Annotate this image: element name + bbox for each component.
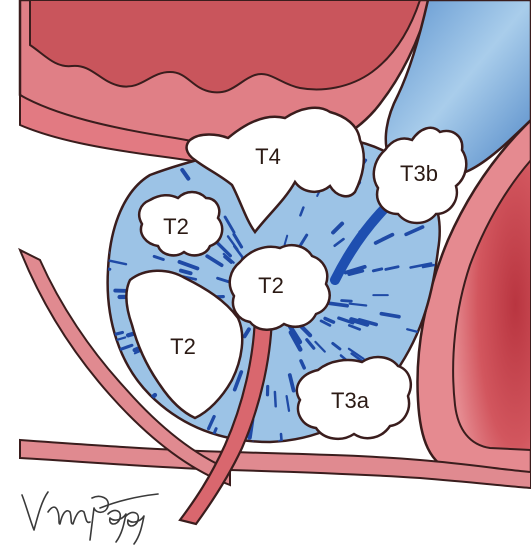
artist-signature (22, 492, 158, 544)
duct-stripe (92, 248, 108, 252)
label-t2-center: T2 (258, 273, 284, 298)
label-t3a: T3a (331, 388, 370, 413)
duct-stripe (101, 268, 110, 270)
label-t2-lower-left: T2 (170, 334, 196, 359)
duct-stripe (90, 334, 110, 339)
duct-stripe (252, 442, 253, 449)
label-t4: T4 (255, 144, 281, 169)
duct-stripe (329, 303, 347, 305)
duct-stripe (407, 360, 415, 364)
label-t3b: T3b (400, 161, 438, 186)
duct-stripe (142, 395, 155, 407)
duct-stripe (342, 301, 352, 302)
duct-stripe (373, 269, 381, 271)
duct-stripe (280, 442, 281, 452)
duct-stripe (275, 392, 276, 406)
duct-stripe (181, 271, 191, 274)
label-t2-upper-left: T2 (163, 214, 189, 239)
